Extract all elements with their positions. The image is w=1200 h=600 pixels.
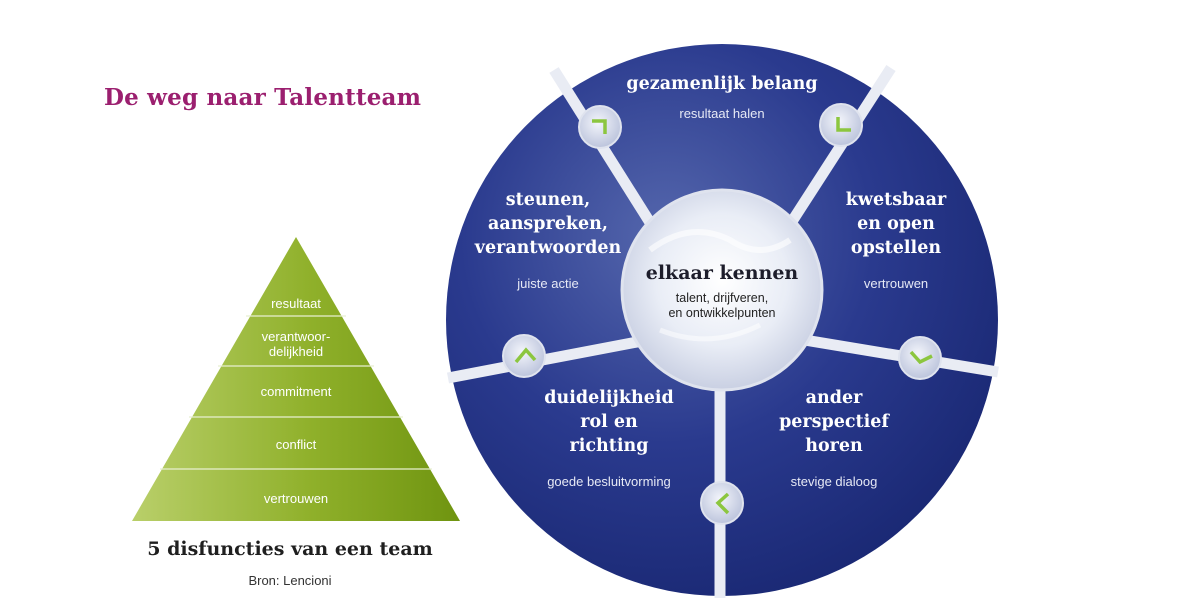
pyramid-level-conflict: conflict (275, 437, 317, 452)
pyramid-shape (132, 237, 460, 521)
source-note: Bron: Lencioni (248, 573, 332, 588)
pyramid-level-resultaat: resultaat (271, 296, 321, 311)
center-title: elkaar kennen (645, 262, 799, 284)
chevron-arrow-icon (502, 334, 546, 378)
pyramid-level-vertrouwen: vertrouwen (263, 491, 329, 506)
page-title: De weg naar Talentteam (104, 84, 422, 111)
pyramid-caption: 5 disfuncties van een team (147, 538, 433, 560)
segment-title-kwetsbaar: kwetsbaar en open opstellen (845, 190, 947, 258)
segment-subtitle-resultaat-halen: resultaat halen (679, 106, 765, 121)
segment-title-duidelijkheid: duidelijkheid rol en richting (544, 388, 674, 456)
chevron-arrow-icon (578, 105, 622, 149)
pyramid-level-verantwoordelijkheid: verantwoor- delijkheid (261, 329, 331, 359)
segment-subtitle-vertrouwen: vertrouwen (863, 276, 929, 291)
segment-title-ander-perspectief: ander perspectief horen (779, 388, 889, 456)
segment-subtitle-goede-besluitvorming: goede besluitvorming (547, 474, 671, 489)
center-subtitle: talent, drijfveren, en ontwikkelpunten (668, 291, 776, 320)
segment-title-gezamenlijk-belang: gezamenlijk belang (626, 74, 818, 94)
pyramid-level-commitment: commitment (260, 384, 332, 399)
chevron-arrow-icon (819, 103, 863, 147)
segment-subtitle-stevige-dialoog: stevige dialoog (790, 474, 878, 489)
segment-title-steunen: steunen, aanspreken, verantwoorden (474, 190, 622, 258)
segment-subtitle-juiste-actie: juiste actie (517, 276, 579, 291)
chevron-arrow-icon (700, 481, 744, 525)
center-circle (620, 188, 824, 392)
chevron-arrow-icon (898, 336, 942, 380)
